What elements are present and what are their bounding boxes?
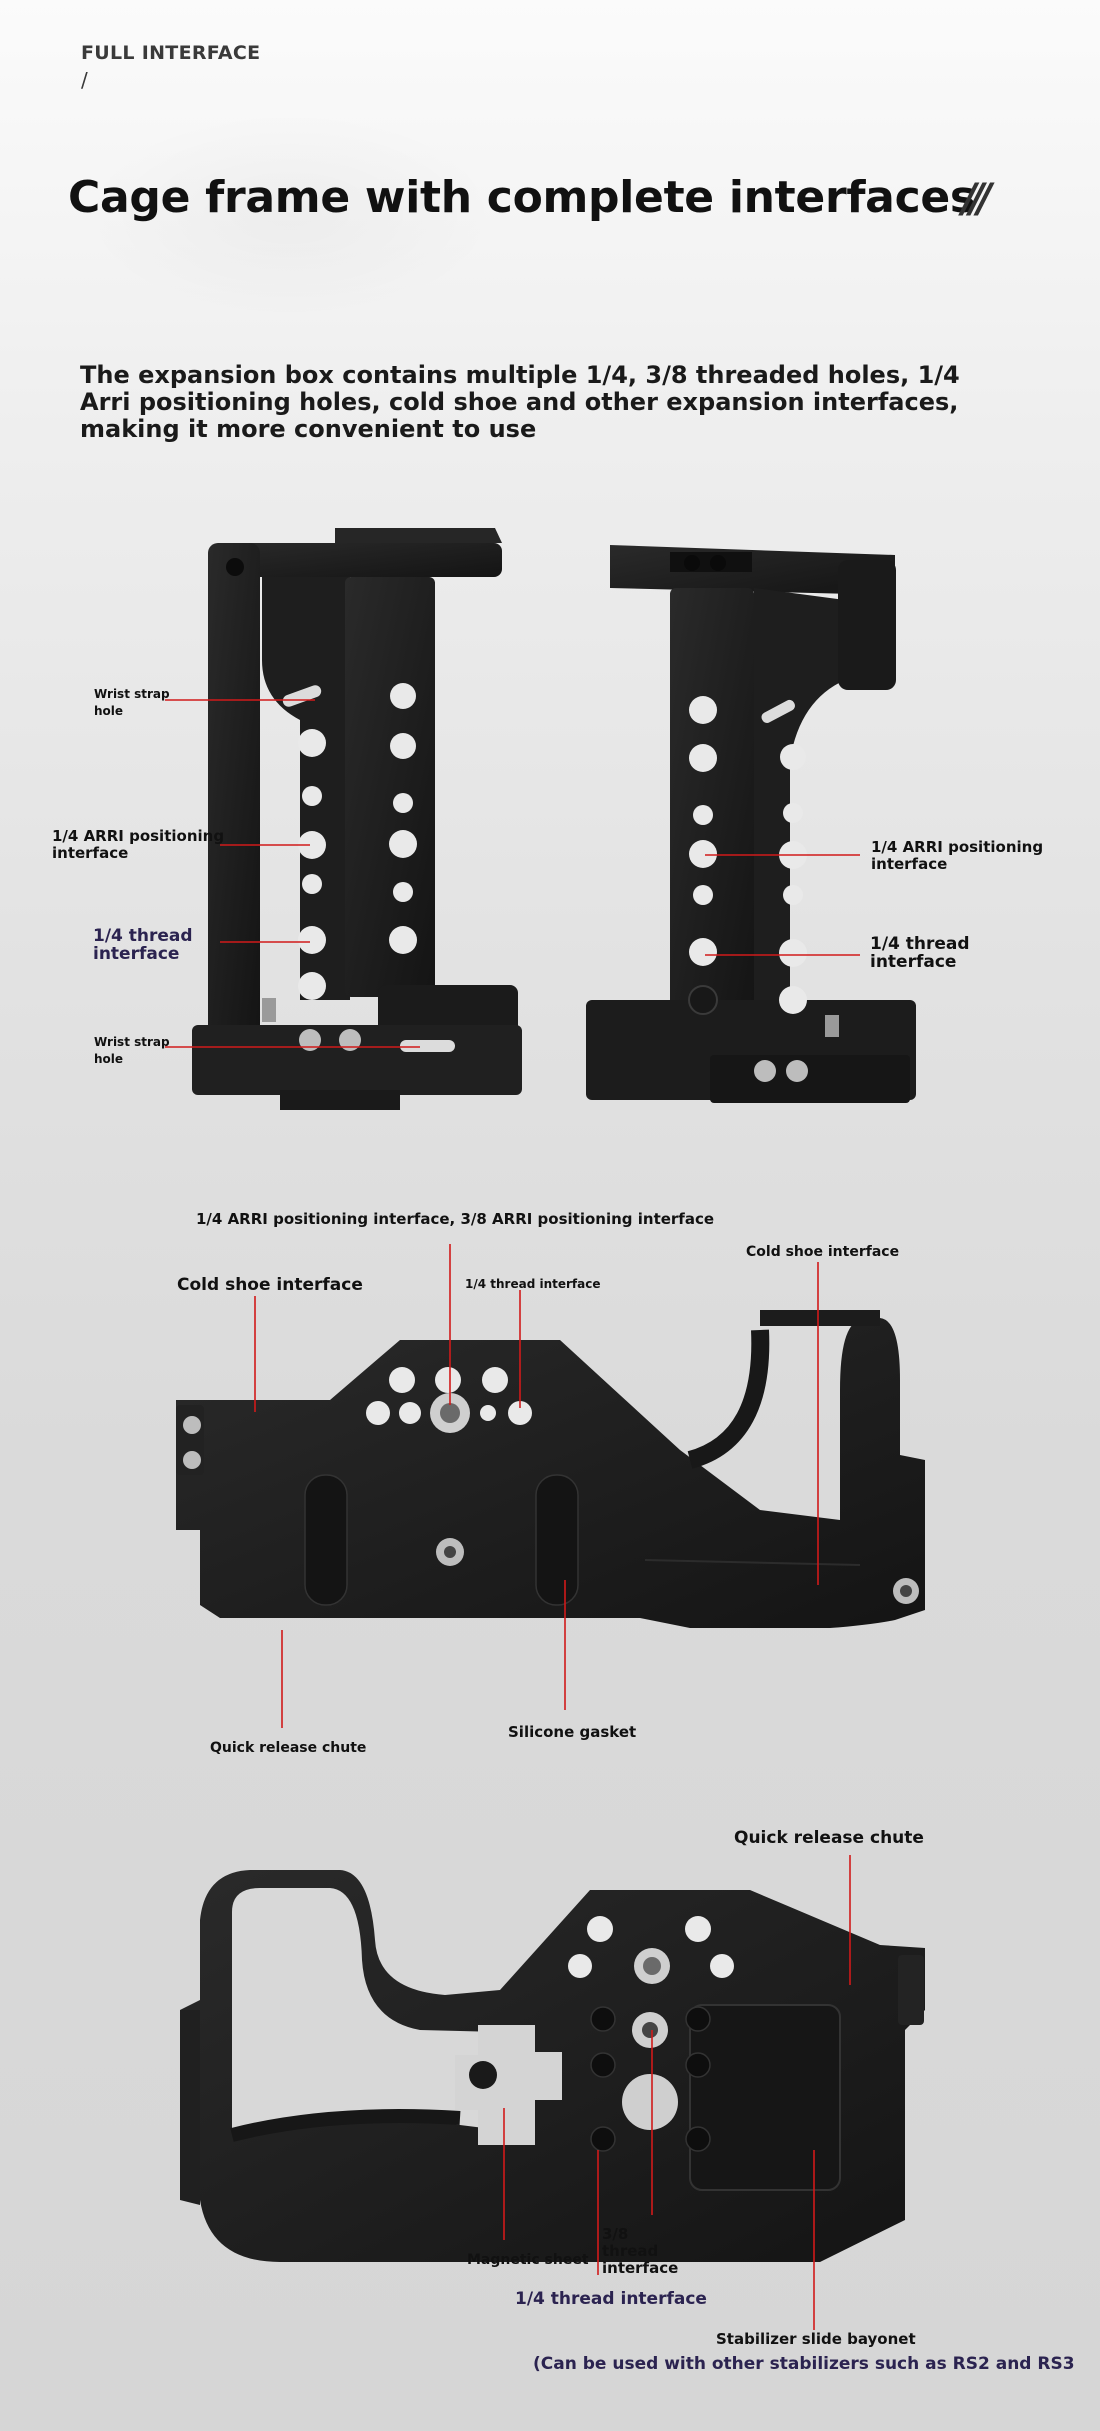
section-eyebrow: FULL INTERFACE (81, 42, 261, 64)
cage-front-view (176, 1310, 925, 1628)
label-quick-release-chute-rear: Quick release chute (734, 1828, 924, 1848)
label-quick-release-chute: Quick release chute (210, 1740, 367, 1756)
leader-lines-section1 (165, 699, 860, 1048)
label-thread-38: 3/8 thread interface (602, 2225, 679, 2277)
label-thread-small: 1/4 thread interface (465, 1277, 601, 1291)
background-watermark (80, 110, 500, 320)
label-thread-right: 1/4 thread interface (870, 934, 970, 972)
label-arri-left: 1/4 ARRI positioning interface (52, 827, 225, 862)
page-title: Cage frame with complete interfaces (68, 172, 976, 223)
label-stabilizer-note: (Can be used with other stabilizers such… (533, 2354, 1075, 2374)
label-wrist-strap-bottom: Wrist strap hole (94, 1035, 170, 1066)
label-silicone-gasket: Silicone gasket (508, 1723, 637, 1741)
eyebrow-slash: / (81, 68, 88, 92)
label-arri-right: 1/4 ARRI positioning interface (871, 838, 1044, 873)
label-wrist-strap-top: Wrist strap hole (94, 687, 170, 718)
label-arri-positioning-combined: 1/4 ARRI positioning interface, 3/8 ARRI… (196, 1210, 715, 1228)
cage-rear-view (180, 1870, 925, 2262)
label-stabilizer-bayonet: Stabilizer slide bayonet (716, 2330, 916, 2348)
label-thread-left: 1/4 thread interface (93, 926, 193, 964)
label-cold-shoe-left: Cold shoe interface (177, 1275, 363, 1295)
cage-side-left (192, 528, 522, 1110)
cage-side-right (586, 545, 916, 1103)
label-cold-shoe-right: Cold shoe interface (746, 1244, 900, 1260)
label-magnetic-sheet: Magnetic sheet (467, 2252, 589, 2268)
leader-lines-section3 (503, 1855, 851, 2330)
label-thread-14: 1/4 thread interface (515, 2289, 707, 2309)
feature-description: The expansion box contains multiple 1/4,… (80, 361, 960, 443)
leader-lines-section2 (254, 1244, 819, 1728)
